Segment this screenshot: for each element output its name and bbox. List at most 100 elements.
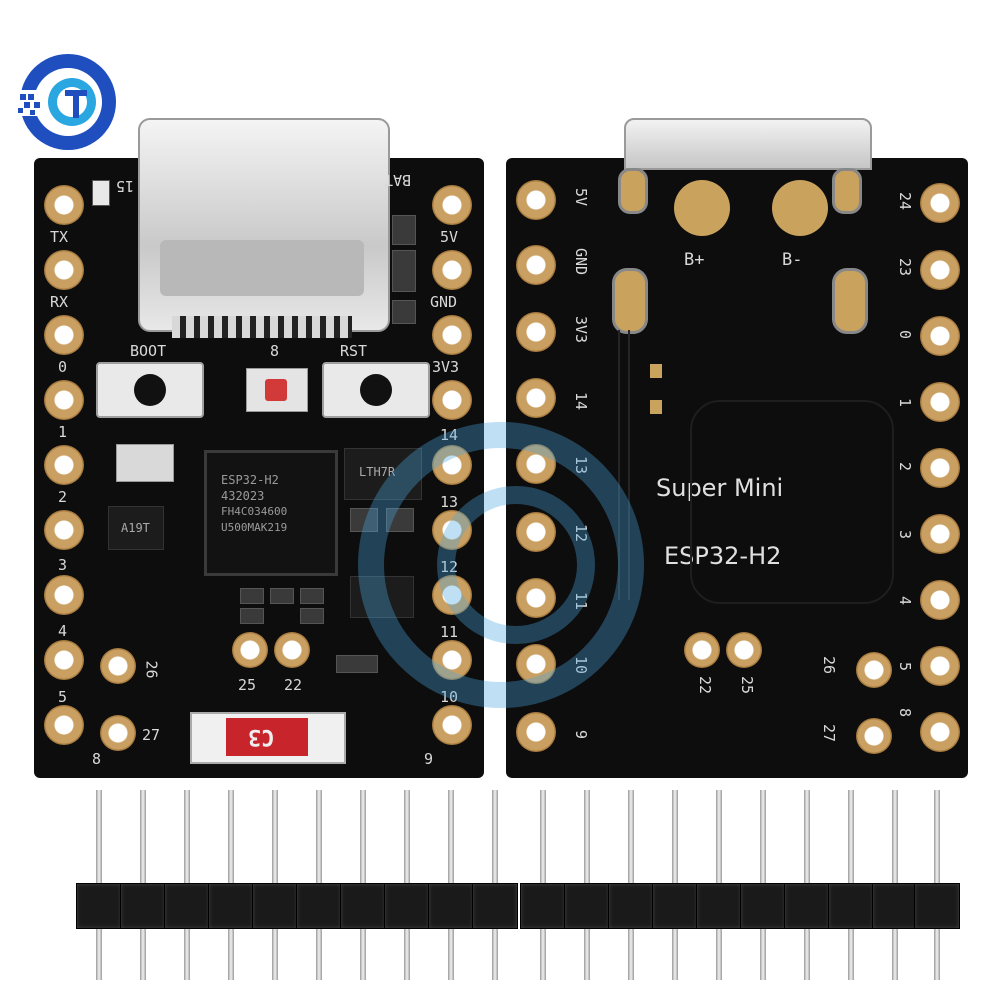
back-label-2: 2 — [896, 462, 914, 472]
front-label-gnd: GND — [430, 293, 458, 311]
ceramic-antenna: C3 — [190, 712, 346, 764]
front-left-pad — [44, 510, 84, 550]
usb-c-connector — [138, 118, 390, 332]
reset-button[interactable] — [322, 362, 430, 418]
front-left-pad — [44, 185, 84, 225]
header-block — [872, 883, 918, 929]
chip-text-line-2: 432023 — [221, 489, 265, 503]
back-label-4: 4 — [896, 596, 914, 606]
boot-button[interactable] — [96, 362, 204, 418]
back-label-9: 9 — [572, 730, 590, 740]
front-label-10: 10 — [440, 688, 459, 706]
back-right-pad — [920, 382, 960, 422]
back-label-8: 8 — [896, 708, 914, 718]
front-left-pad — [44, 445, 84, 485]
esp32-h2-chip: ESP32-H2 432023 FH4C034600 U500MAK219 — [204, 450, 338, 576]
front-right-pad — [432, 575, 472, 615]
back-side-pad-27 — [856, 718, 892, 754]
top-right-smd — [392, 250, 416, 292]
front-left-pad — [44, 640, 84, 680]
front-label-0: 0 — [58, 358, 68, 376]
back-left-pad — [516, 512, 556, 552]
front-right-pad — [432, 510, 472, 550]
back-inner-pad-25 — [726, 632, 762, 668]
front-inner-label-22: 22 — [284, 676, 303, 694]
back-inner-label-25: 25 — [738, 676, 756, 695]
back-label-23: 23 — [896, 258, 914, 277]
front-label-5v: 5V — [440, 228, 459, 246]
back-label-24: 24 — [896, 192, 914, 211]
front-label-bat: BAT — [384, 171, 412, 189]
power-led — [92, 180, 110, 206]
back-right-pad — [920, 580, 960, 620]
back-label-gnd: GND — [572, 248, 590, 276]
front-label-13: 13 — [440, 493, 459, 511]
front-right-pad — [432, 640, 472, 680]
smd-component — [336, 655, 378, 673]
back-label-5: 5 — [896, 662, 914, 672]
header-block — [784, 883, 830, 929]
back-side-label-27: 27 — [820, 724, 838, 743]
smd-component — [386, 508, 414, 532]
back-left-pad — [516, 245, 556, 285]
antenna-text: C3 — [248, 724, 275, 749]
chip-text-line-3: FH4C034600 — [221, 505, 288, 518]
chip-text-line-4: U500MAK219 — [221, 521, 288, 534]
back-right-pad — [920, 514, 960, 554]
header-block — [76, 883, 122, 929]
brand-logo-icon — [16, 50, 120, 154]
header-block — [914, 883, 960, 929]
top-right-smd — [392, 300, 416, 324]
test-pad — [650, 364, 662, 378]
back-label-14: 14 — [572, 392, 590, 411]
back-right-pad — [920, 712, 960, 752]
pcb-trace — [618, 330, 630, 600]
header-block — [164, 883, 210, 929]
back-label-1: 1 — [896, 398, 914, 408]
header-block — [520, 883, 566, 929]
smd-component — [240, 588, 264, 604]
front-side-label-26: 26 — [142, 660, 161, 679]
back-label-5v: 5V — [572, 188, 590, 207]
front-right-pad — [432, 250, 472, 290]
board-subtitle: ESP32-H2 — [664, 542, 782, 570]
header-block — [340, 883, 386, 929]
battery-negative-pad — [772, 180, 828, 236]
front-label-3v3: 3V3 — [432, 358, 460, 376]
usb-c-shell-opening — [160, 240, 364, 296]
header-block — [252, 883, 298, 929]
back-label-3v3: 3V3 — [572, 316, 590, 344]
battery-positive-pad — [674, 180, 730, 236]
sot-text: A19T — [121, 521, 150, 535]
front-side-label-27: 27 — [142, 726, 161, 744]
header-block — [472, 883, 518, 929]
front-side-pad-27 — [100, 715, 136, 751]
header-block — [740, 883, 786, 929]
header-block — [428, 883, 474, 929]
rst-label: RST — [340, 342, 368, 360]
back-inner-pad-22 — [684, 632, 720, 668]
front-label-3: 3 — [58, 556, 68, 574]
header-block — [384, 883, 430, 929]
back-left-pad — [516, 180, 556, 220]
battery-negative-label: B- — [782, 250, 803, 270]
header-block — [696, 883, 742, 929]
back-left-pad — [516, 578, 556, 618]
front-inner-label-25: 25 — [238, 676, 257, 694]
smd-component — [300, 588, 324, 604]
regulator-text: LTH7R — [359, 465, 396, 479]
usb-c-connector-back — [624, 118, 872, 170]
test-pad — [650, 400, 662, 414]
front-inner-pad-22 — [274, 632, 310, 668]
watermark-icon — [356, 420, 646, 710]
front-left-pad — [44, 380, 84, 420]
header-block — [608, 883, 654, 929]
mount-slot — [618, 168, 648, 214]
front-label-11: 11 — [440, 623, 459, 641]
front-label-bottom-left: 8 — [92, 750, 102, 768]
back-right-pad — [920, 448, 960, 488]
front-label-rx: RX — [50, 293, 69, 311]
header-block — [208, 883, 254, 929]
battery-positive-label: B+ — [684, 250, 705, 270]
front-left-pad — [44, 705, 84, 745]
